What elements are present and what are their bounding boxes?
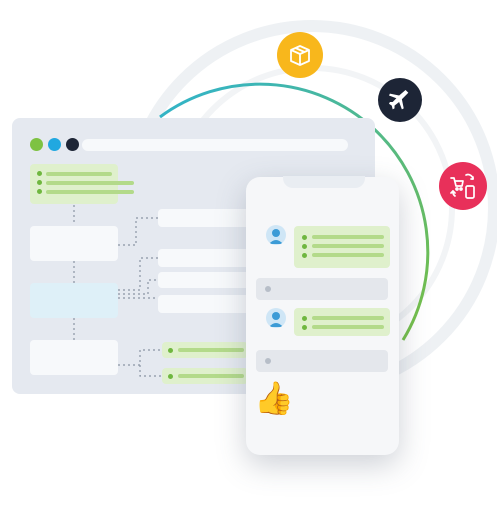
window-dot-blue[interactable] bbox=[48, 138, 61, 151]
chat-bubble-outgoing bbox=[256, 350, 388, 372]
text-line bbox=[46, 190, 134, 194]
text-line bbox=[46, 181, 134, 185]
text-line bbox=[312, 235, 384, 239]
text-line bbox=[178, 348, 244, 352]
chat-bubble-incoming bbox=[294, 308, 390, 336]
package-badge[interactable] bbox=[277, 32, 323, 78]
flow-node[interactable] bbox=[30, 226, 118, 261]
text-line bbox=[312, 244, 384, 248]
text-line bbox=[312, 316, 384, 320]
package-box-icon bbox=[290, 45, 310, 66]
thumbs-up-emoji[interactable]: 👍 bbox=[254, 380, 294, 416]
flow-option[interactable] bbox=[158, 272, 250, 288]
bullet bbox=[302, 253, 307, 258]
phone-notch bbox=[283, 176, 365, 188]
cart-phone-icon bbox=[450, 173, 475, 199]
flow-option[interactable] bbox=[158, 249, 250, 267]
text-line bbox=[178, 374, 244, 378]
address-bar[interactable] bbox=[82, 139, 348, 151]
text-line bbox=[312, 253, 384, 257]
text-line bbox=[46, 172, 112, 176]
chat-bubble-outgoing bbox=[256, 278, 388, 300]
plane-badge[interactable] bbox=[378, 78, 422, 122]
bullet bbox=[302, 316, 307, 321]
flow-option[interactable] bbox=[158, 209, 250, 227]
bullet bbox=[168, 348, 173, 353]
bullet bbox=[37, 171, 42, 176]
user-avatar-icon bbox=[266, 225, 286, 245]
user-avatar-icon bbox=[266, 308, 286, 328]
flow-node-active[interactable] bbox=[30, 283, 118, 318]
bullet bbox=[265, 358, 271, 364]
commerce-badge[interactable] bbox=[439, 162, 487, 210]
bullet bbox=[37, 180, 42, 185]
bullet bbox=[265, 286, 271, 292]
bullet bbox=[37, 189, 42, 194]
flow-option[interactable] bbox=[158, 295, 250, 313]
bullet bbox=[302, 244, 307, 249]
bullet bbox=[302, 325, 307, 330]
window-dot-green[interactable] bbox=[30, 138, 43, 151]
bullet bbox=[168, 374, 173, 379]
flow-node[interactable] bbox=[30, 340, 118, 375]
window-dot-navy[interactable] bbox=[66, 138, 79, 151]
bullet bbox=[302, 235, 307, 240]
text-line bbox=[312, 325, 384, 329]
airplane-icon bbox=[389, 90, 409, 110]
